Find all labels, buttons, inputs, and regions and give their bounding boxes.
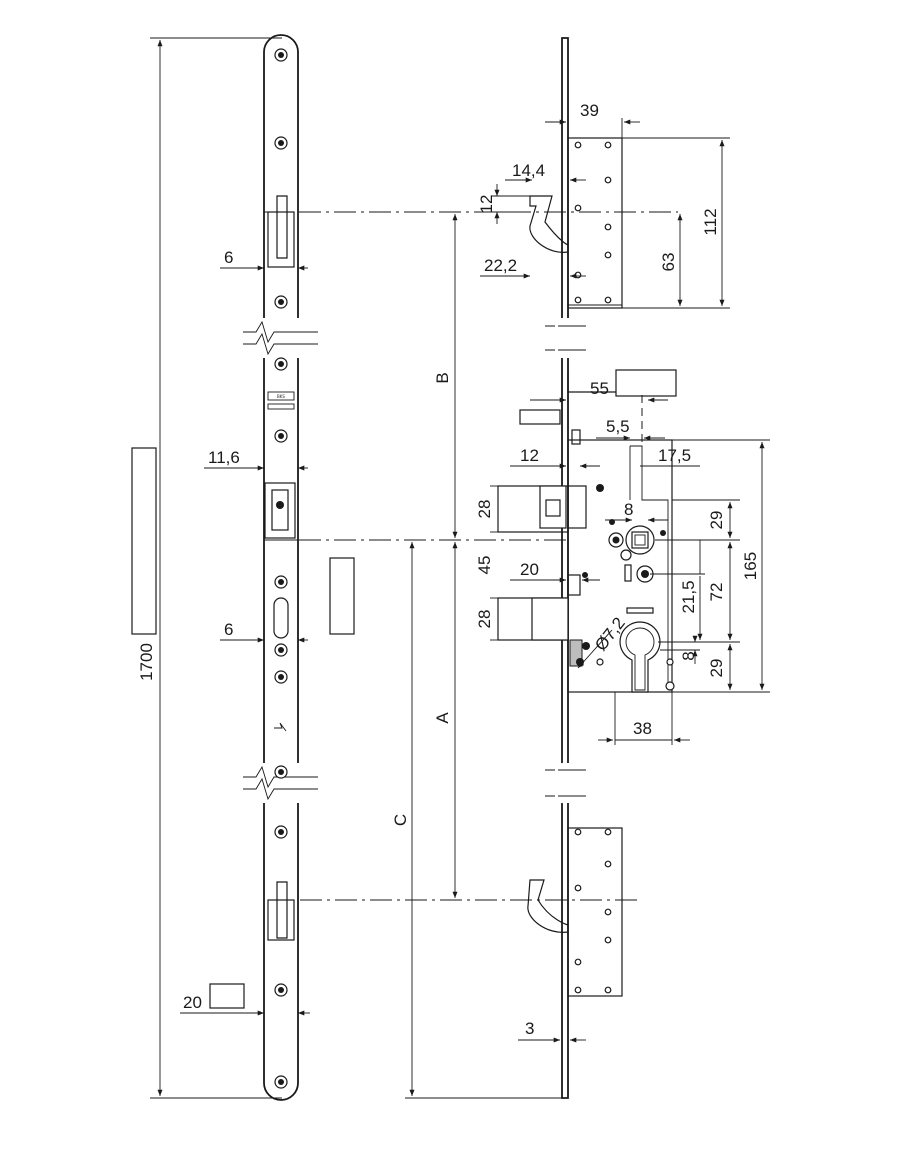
dim-11-6: 11,6 (208, 448, 240, 467)
dim-28-bottom: 28 (475, 610, 494, 629)
dim-8-bottom: 8 (679, 651, 698, 660)
label-badge (267, 403, 295, 410)
side-view: 39 14,4 12 22,2 112 63 (475, 37, 770, 1099)
bottom-gearbox (567, 827, 623, 997)
break-line-1 (243, 320, 318, 344)
bottom-hook-bolt (276, 881, 288, 939)
guide-pin (519, 409, 561, 425)
break-gap-top (255, 318, 311, 358)
dim-21-5: 21,5 (679, 580, 698, 613)
dim-29-top: 29 (707, 511, 726, 530)
dim-3: 3 (525, 1019, 534, 1038)
dim-b: B (433, 372, 452, 383)
top-gearbox (567, 137, 623, 309)
reference-bar (131, 447, 157, 635)
dim-12-mid: 12 (520, 446, 539, 465)
spindle-square (631, 531, 649, 549)
top-bolt-opening (267, 211, 295, 268)
main-lock-case (567, 439, 673, 693)
logo-badge (267, 391, 295, 401)
dim-20-bottom: 20 (183, 993, 202, 1012)
dim-8-top: 8 (624, 500, 633, 519)
plate-screws (274, 48, 288, 1089)
break-line-4 (243, 777, 318, 801)
center-lines (264, 211, 678, 901)
dim-39: 39 (580, 101, 599, 120)
cylinder-hole (619, 621, 661, 693)
dim-55: 55 (590, 379, 609, 398)
symbol-mark (274, 722, 287, 732)
dim-112: 112 (701, 208, 720, 235)
latch-bolt (271, 489, 289, 531)
latch-opening (264, 482, 296, 539)
handle-follower-block (615, 369, 677, 397)
dim-63: 63 (659, 253, 678, 272)
dim-38: 38 (633, 719, 652, 738)
dim-14-4: 14,4 (512, 161, 545, 180)
break-line-2 (243, 332, 318, 356)
top-stub (571, 429, 581, 445)
dim-1700: 1700 (137, 643, 156, 681)
side-faceplate (561, 37, 569, 1099)
dim-5-5: 5,5 (606, 417, 630, 436)
dim-45: 45 (475, 556, 494, 575)
cylinder-slot (273, 597, 289, 639)
dim-c: C (391, 814, 410, 826)
front-plate-outline (263, 34, 299, 1101)
abc-dimensions: B A C (391, 214, 566, 1099)
dim-6-top: 6 (224, 248, 233, 267)
dim-17-5: 17,5 (658, 446, 691, 465)
dim-20-mid: 20 (520, 560, 539, 579)
dim-6-mid: 6 (224, 620, 233, 639)
latch-bolt-side (539, 485, 567, 529)
dim-28-top: 28 (475, 500, 494, 519)
top-hook-bolt (276, 195, 288, 259)
bottom-hook-profile (527, 879, 569, 933)
dim-a: A (433, 712, 452, 724)
dim-22-2: 22,2 (484, 256, 517, 275)
dim-29-bottom: 29 (707, 659, 726, 678)
dim-165: 165 (741, 552, 760, 580)
front-plate-view: 1700 BKS (131, 34, 355, 1101)
bottom-tab (209, 983, 245, 1009)
side-label-box (329, 557, 355, 635)
dim-72: 72 (707, 583, 726, 602)
top-hook-profile (529, 195, 569, 253)
logo-text: BKS (277, 394, 285, 399)
bottom-bolt-opening (267, 899, 295, 941)
dim-12-top: 12 (477, 195, 496, 214)
